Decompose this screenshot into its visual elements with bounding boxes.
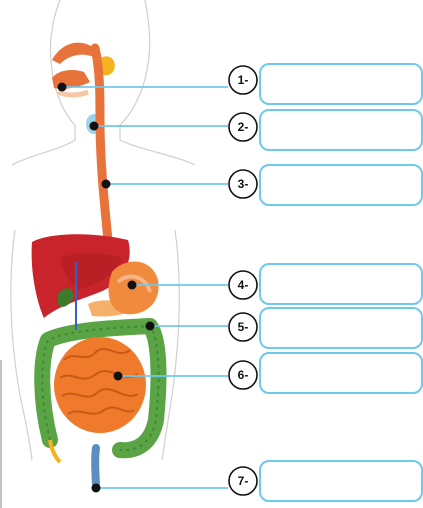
label-number: 2- — [238, 120, 249, 134]
rectum — [95, 448, 96, 488]
pointer-dot-1 — [58, 83, 67, 92]
pointer-dot-4 — [128, 281, 137, 290]
label-7: 7- — [229, 461, 422, 501]
label-number: 6- — [238, 368, 249, 382]
small-intestine — [54, 337, 146, 433]
pointer-dot-2 — [90, 122, 99, 131]
label-3: 3- — [229, 165, 422, 205]
label-6: 6- — [229, 353, 422, 393]
label-number: 1- — [238, 73, 249, 87]
label-number: 5- — [238, 320, 249, 334]
mouth — [52, 70, 90, 95]
answer-box-2[interactable] — [260, 110, 422, 150]
pointer-dot-6 — [114, 372, 123, 381]
answer-box-3[interactable] — [260, 165, 422, 205]
pointer-dot-3 — [102, 180, 111, 189]
answer-box-6[interactable] — [260, 353, 422, 393]
pointer-dot-7 — [92, 484, 101, 493]
label-number: 3- — [238, 177, 249, 191]
label-2: 2- — [229, 110, 422, 150]
label-1: 1- — [229, 64, 422, 104]
label-number: 7- — [238, 474, 249, 488]
answer-box-5[interactable] — [260, 308, 422, 348]
nasal-cavity — [52, 43, 96, 64]
answer-box-4[interactable] — [260, 264, 422, 304]
label-5: 5- — [229, 308, 422, 348]
answer-box-1[interactable] — [260, 64, 422, 104]
label-number: 4- — [238, 278, 249, 292]
answer-box-7[interactable] — [260, 461, 422, 501]
label-4: 4- — [229, 264, 422, 304]
pointer-dot-5 — [146, 322, 155, 331]
